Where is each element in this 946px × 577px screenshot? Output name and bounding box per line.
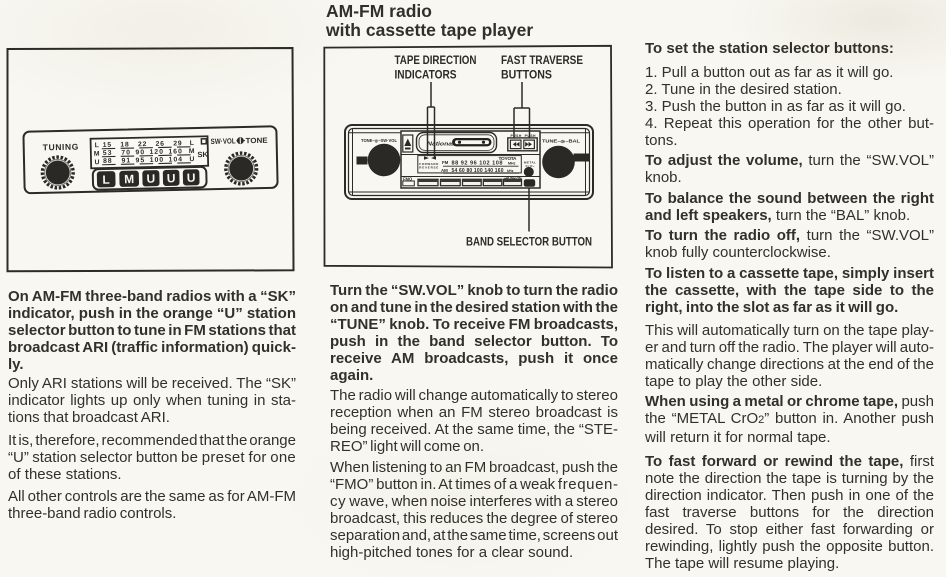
svg-text:TUNING: TUNING [43, 142, 79, 153]
svg-text:88 91 95 100 104: 88 91 95 100 104 [103, 156, 182, 165]
svg-text:INDICATORS: INDICATORS [395, 70, 457, 82]
svg-text:54 60 80 100 140 160: 54 60 80 100 140 160 [452, 168, 504, 174]
svg-text:National: National [427, 142, 455, 148]
svg-text:M: M [189, 148, 195, 155]
svg-text:U: U [146, 172, 155, 186]
svg-text:U: U [167, 171, 176, 185]
svg-text:TUNE–◎–BAL: TUNE–◎–BAL [542, 139, 581, 144]
svg-text:M: M [124, 172, 134, 186]
svg-text:PUSH PUSH: PUSH PUSH [511, 134, 537, 138]
svg-text:U: U [187, 171, 196, 185]
svg-text:METAL: METAL [524, 161, 536, 165]
svg-text:FAST TRAVERSE: FAST TRAVERSE [501, 55, 583, 67]
svg-text:U: U [189, 156, 194, 163]
svg-text:FM: FM [442, 160, 449, 165]
svg-text:FORWARD: FORWARD [419, 162, 439, 166]
svg-text:TONE–◎–SW·VOL: TONE–◎–SW·VOL [361, 138, 397, 143]
svg-text:TAPE DIRECTION: TAPE DIRECTION [395, 55, 477, 67]
svg-text:FMO: FMO [403, 177, 413, 182]
svg-text:SW·VOL: SW·VOL [211, 136, 236, 146]
svg-text:TOYOTA: TOYOTA [499, 156, 518, 162]
svg-text:L: L [95, 142, 99, 149]
svg-text:kHz: kHz [507, 169, 514, 173]
svg-text:AM: AM [441, 168, 448, 173]
svg-text:▸PUSH ON: ▸PUSH ON [504, 177, 523, 181]
svg-text:BAND SELECTOR BUTTON: BAND SELECTOR BUTTON [466, 235, 592, 249]
svg-text:TONE: TONE [246, 136, 268, 145]
svg-text:15 18 22 26 29: 15 18 22 26 29 [103, 140, 182, 149]
svg-text:REVERSE: REVERSE [419, 166, 438, 170]
svg-text:L: L [190, 140, 194, 147]
svg-text:BUTTONS: BUTTONS [501, 70, 552, 82]
svg-text:CrO₂: CrO₂ [526, 164, 536, 168]
svg-text:SK: SK [197, 150, 208, 159]
svg-text:M: M [94, 151, 100, 158]
svg-text:53 70 90 120 160: 53 70 90 120 160 [103, 148, 182, 157]
svg-text:U: U [94, 159, 99, 166]
svg-text:88 92 96 102 108: 88 92 96 102 108 [452, 161, 503, 167]
svg-text:L: L [102, 173, 110, 187]
svg-text:MHz: MHz [508, 162, 516, 166]
